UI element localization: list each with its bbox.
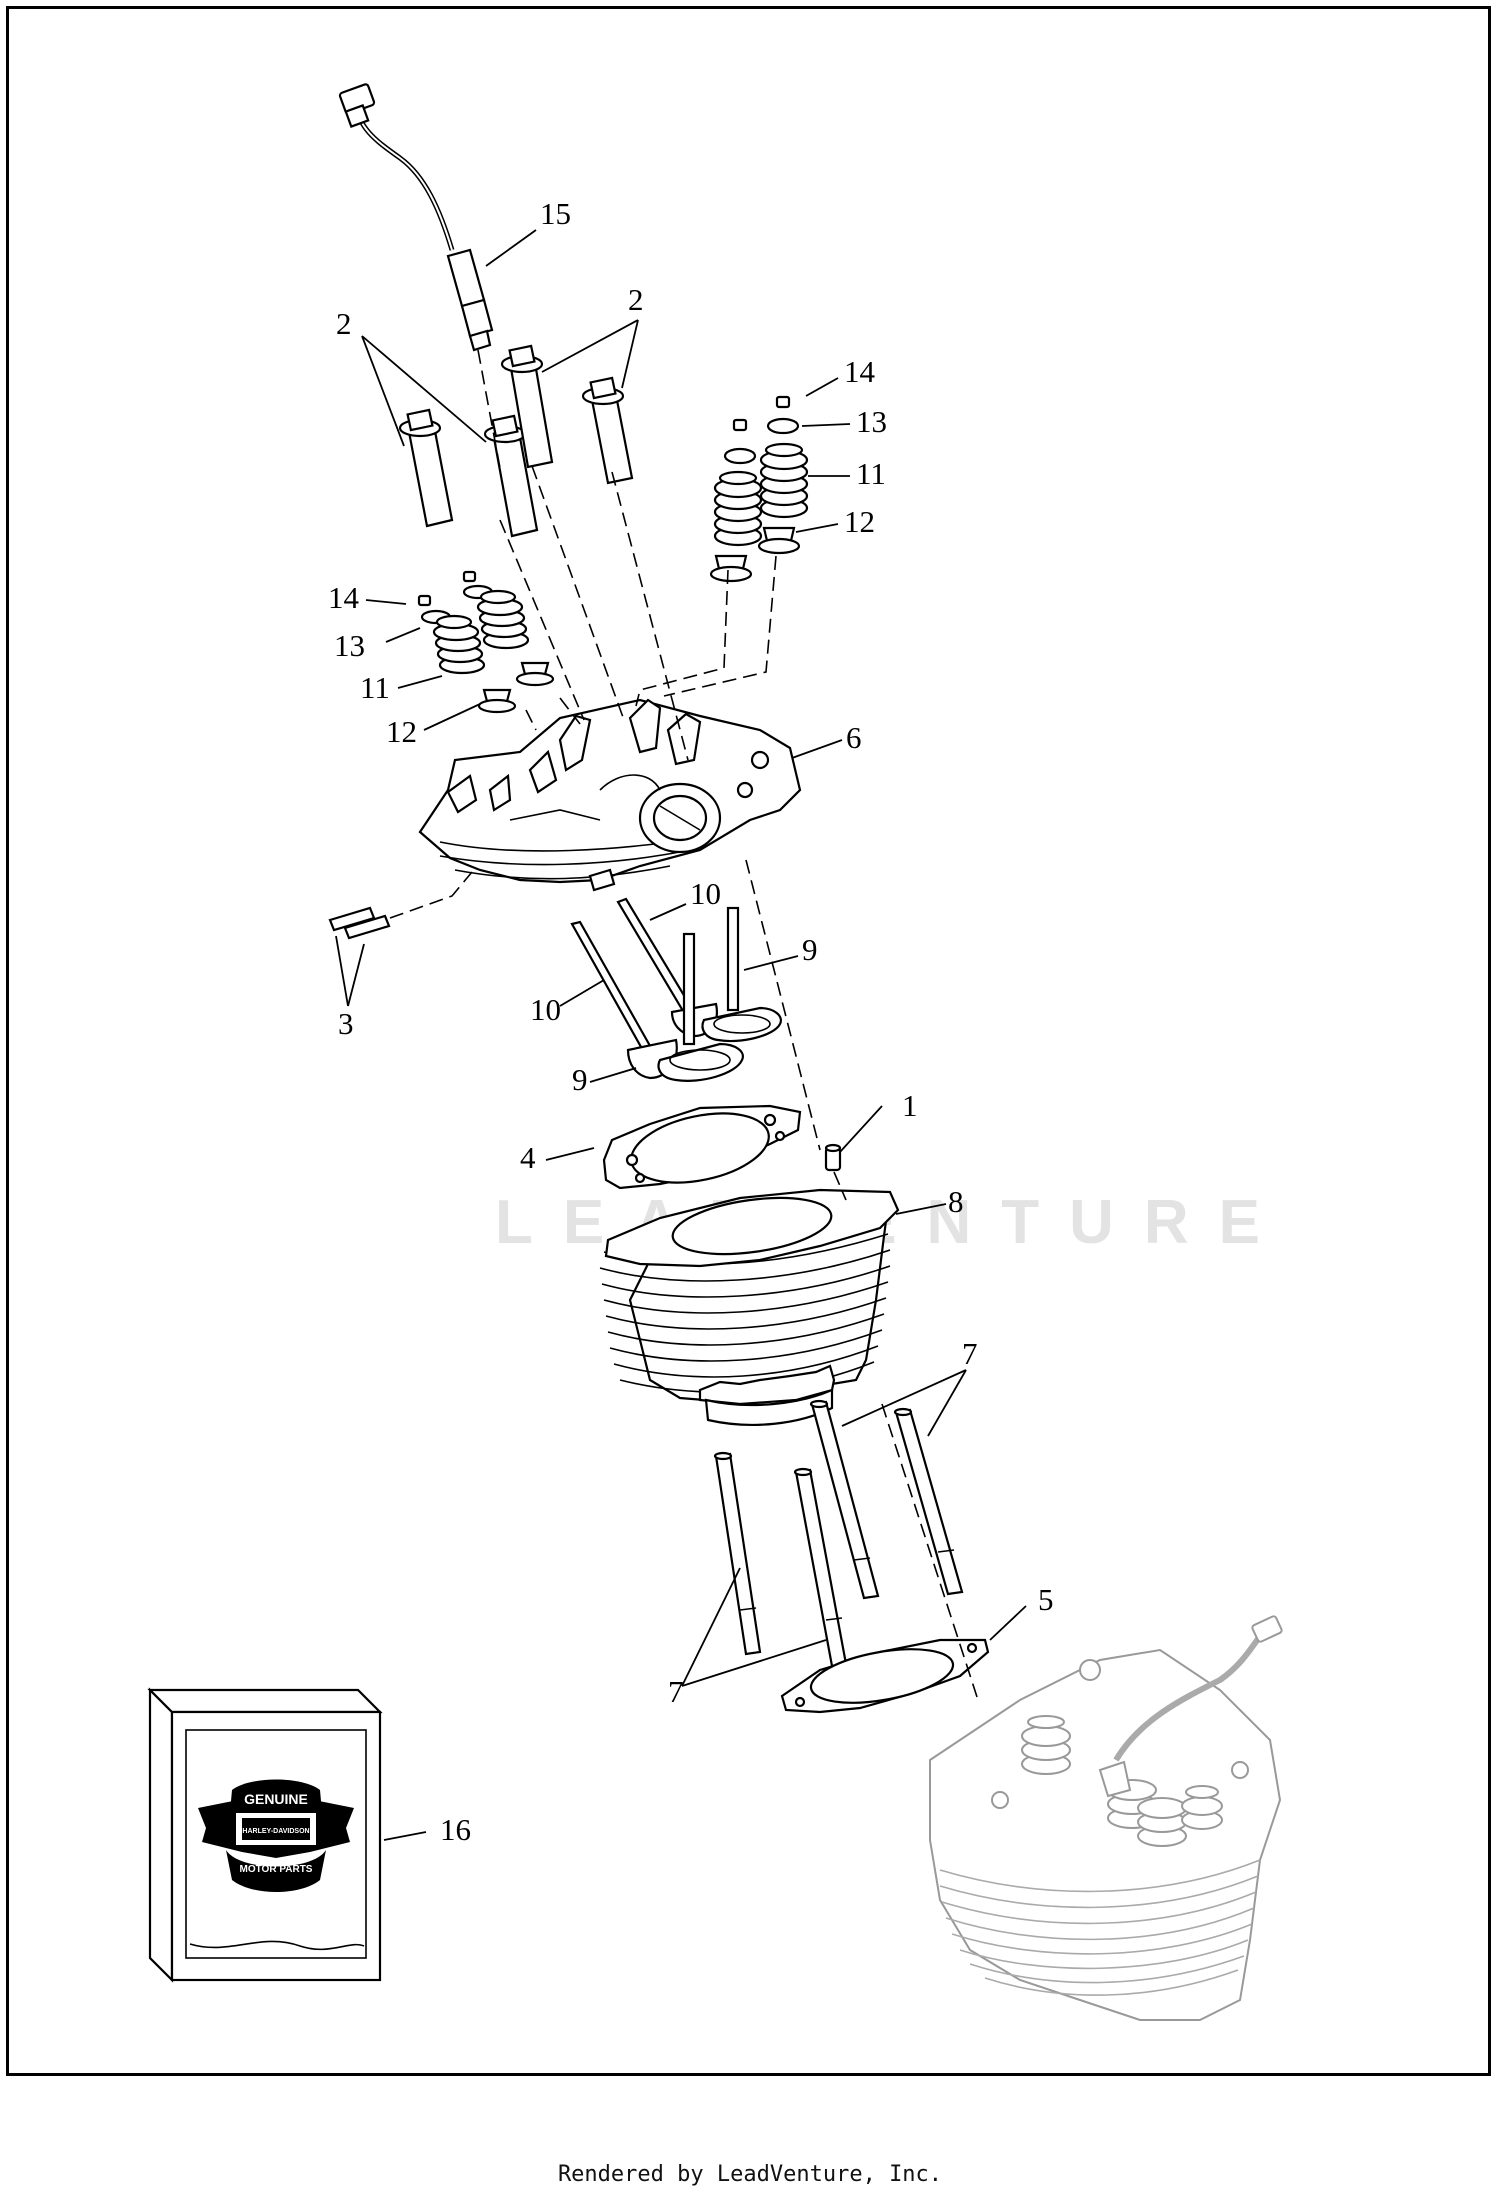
part-7-stud-c[interactable] bbox=[809, 1399, 880, 1600]
part-14-keeper-right[interactable] bbox=[732, 395, 791, 432]
callout-8: 8 bbox=[948, 1184, 964, 1219]
part-12-seal-right[interactable] bbox=[709, 526, 801, 583]
callout-12-right: 12 bbox=[844, 504, 875, 539]
harley-davidson-logo: GENUINE HARLEY-DAVIDSON MOTOR PARTS bbox=[198, 1779, 354, 1892]
rendered-by-footer: Rendered by LeadVenture, Inc. bbox=[557, 2162, 943, 2187]
part-4-head-gasket[interactable] bbox=[602, 1102, 802, 1194]
callout-2-left: 2 bbox=[336, 306, 352, 341]
part-9-valve-b[interactable] bbox=[701, 906, 782, 1043]
callout-7-lower: 7 bbox=[668, 1674, 684, 1709]
callout-7-upper: 7 bbox=[962, 1336, 978, 1371]
callout-16: 16 bbox=[440, 1812, 471, 1847]
part-2-tube-c[interactable] bbox=[500, 344, 554, 469]
callout-labels: 15 2 2 14 13 11 12 14 13 11 12 6 10 9 10… bbox=[328, 196, 1054, 1847]
callout-4: 4 bbox=[520, 1140, 536, 1175]
callout-2-right: 2 bbox=[628, 282, 644, 317]
part-6-cylinder-head[interactable] bbox=[418, 698, 802, 892]
callout-10-lower: 10 bbox=[530, 992, 561, 1027]
callout-14-left: 14 bbox=[328, 580, 360, 615]
callout-5: 5 bbox=[1038, 1582, 1054, 1617]
part-7-stud-a[interactable] bbox=[713, 1451, 762, 1656]
part-15-sensor[interactable] bbox=[338, 83, 494, 352]
callout-13-right: 13 bbox=[856, 404, 887, 439]
part-14-keeper-left[interactable] bbox=[417, 570, 477, 607]
part-2-tube-d[interactable] bbox=[581, 376, 634, 485]
callout-12-left: 12 bbox=[386, 714, 417, 749]
part-1-dowel-pin[interactable] bbox=[824, 1143, 842, 1172]
part-2-tube-a[interactable] bbox=[398, 408, 454, 528]
part-2-tube-b[interactable] bbox=[483, 414, 539, 538]
part-8-cylinder[interactable] bbox=[599, 1188, 900, 1426]
callout-15: 15 bbox=[540, 196, 571, 231]
logo-brand-text: HARLEY-DAVIDSON bbox=[242, 1828, 309, 1835]
logo-top-text: GENUINE bbox=[244, 1791, 308, 1807]
part-5-base-gasket[interactable] bbox=[780, 1638, 990, 1714]
assembled-head-reference bbox=[929, 1615, 1283, 2021]
callout-9-upper: 9 bbox=[802, 932, 818, 967]
alignment-lines bbox=[389, 349, 979, 1701]
part-9-valve-a[interactable] bbox=[657, 932, 744, 1082]
callout-9-lower: 9 bbox=[572, 1062, 588, 1097]
part-11-spring-left[interactable] bbox=[432, 589, 530, 675]
part-7-stud-d[interactable] bbox=[893, 1407, 964, 1596]
part-3-dowels[interactable] bbox=[328, 906, 391, 940]
part-10-valve-a[interactable] bbox=[570, 920, 678, 1080]
callout-11-left: 11 bbox=[360, 670, 390, 705]
part-11-spring-right[interactable] bbox=[713, 442, 809, 547]
logo-bottom-text: MOTOR PARTS bbox=[240, 1864, 313, 1875]
callout-6: 6 bbox=[846, 720, 862, 755]
callout-10-upper: 10 bbox=[690, 876, 721, 911]
callout-13-left: 13 bbox=[334, 628, 365, 663]
part-13-retainer-right[interactable] bbox=[723, 417, 800, 465]
callout-1: 1 bbox=[902, 1088, 918, 1123]
leader-lines bbox=[335, 229, 1027, 1841]
callout-3: 3 bbox=[338, 1006, 354, 1041]
callout-14-right: 14 bbox=[844, 354, 876, 389]
part-12-seal-left[interactable] bbox=[477, 661, 555, 714]
callout-11-right: 11 bbox=[856, 456, 886, 491]
